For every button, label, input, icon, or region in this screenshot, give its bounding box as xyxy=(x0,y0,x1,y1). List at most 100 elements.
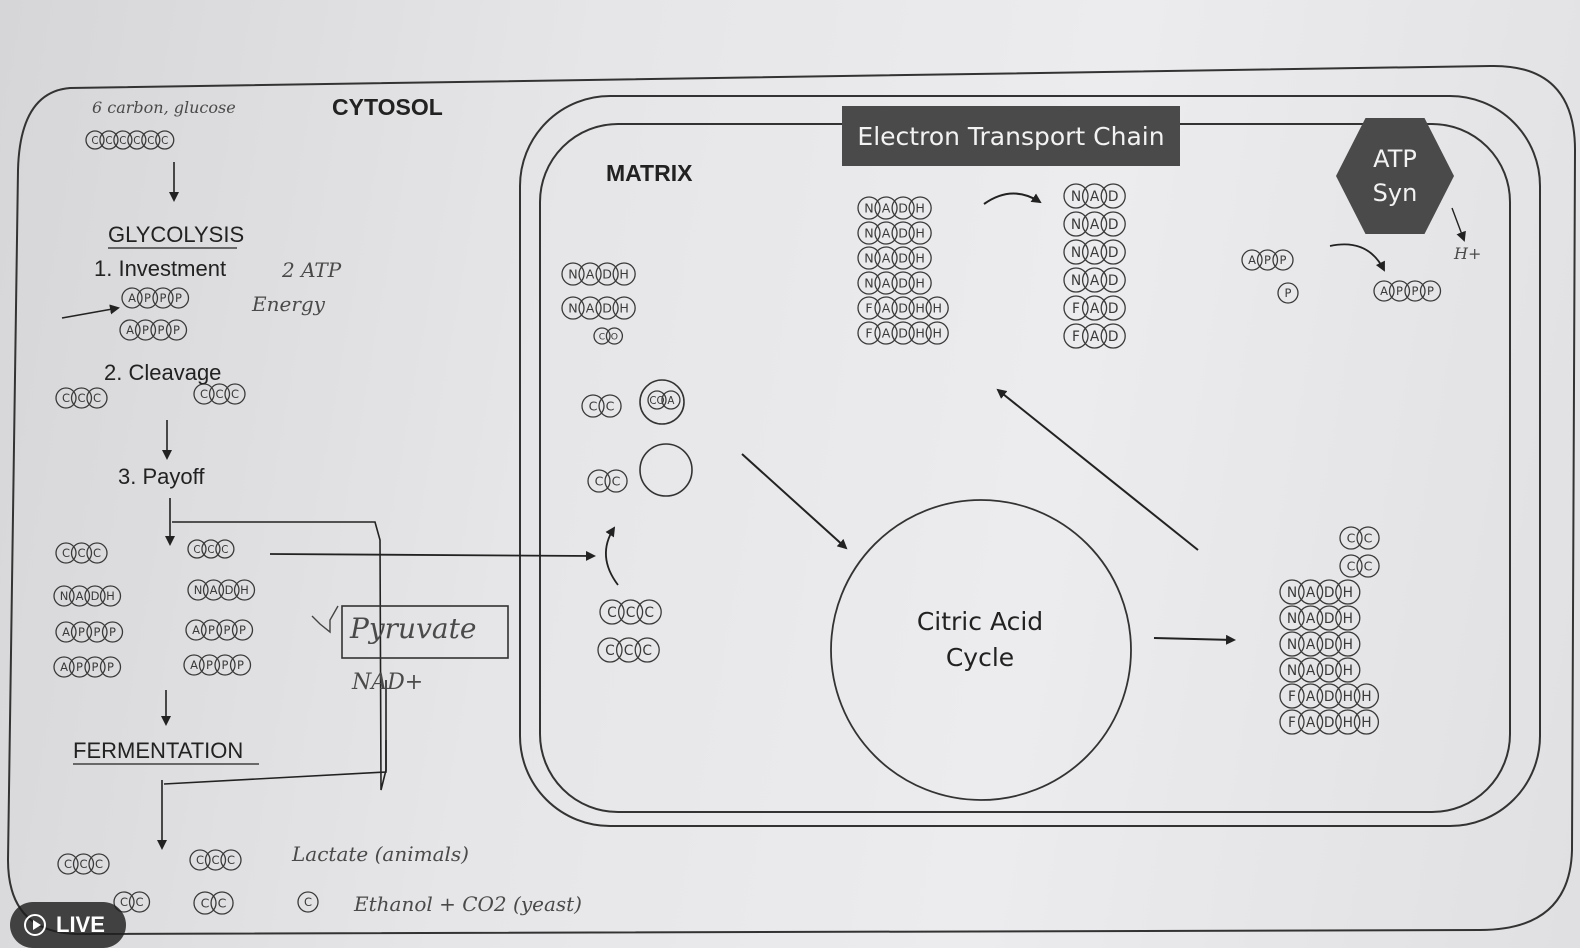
molecule-circle xyxy=(1081,267,1108,293)
molecule-circle xyxy=(1316,709,1342,735)
ferm-ethanol-c: C xyxy=(297,891,319,913)
molecule-circle xyxy=(1335,709,1361,735)
molecule-letter: A xyxy=(1090,301,1100,317)
molecule-letter: A xyxy=(586,267,595,282)
molecule-circle xyxy=(593,327,611,345)
molecule-letter: N xyxy=(1071,189,1081,205)
molecule-circle xyxy=(1339,554,1363,578)
arrow-investment-in xyxy=(61,304,120,319)
molecule-letter: N xyxy=(1071,217,1081,233)
molecule-letter: F xyxy=(1072,301,1080,317)
etc-title-box: Electron Transport Chain xyxy=(842,106,1180,166)
molecule-letter: D xyxy=(1324,611,1335,627)
molecule-circle xyxy=(193,383,215,405)
two-atp-note: 2 ATP xyxy=(282,258,342,282)
molecule-circle xyxy=(55,542,77,564)
arrow-matrix-curve xyxy=(605,526,619,586)
molecule-letter: D xyxy=(1108,301,1119,317)
molecule-circle xyxy=(599,599,625,625)
molecule-circle xyxy=(200,619,223,641)
molecule-letter: C xyxy=(196,853,204,867)
molecule-circle xyxy=(119,319,141,341)
molecule-circle xyxy=(561,262,585,286)
molecule-letter: C xyxy=(147,135,154,147)
cell-membrane xyxy=(6,64,1577,936)
molecule-letter: N xyxy=(1071,273,1081,289)
molecule-letter: A xyxy=(192,623,200,637)
molecule-letter: H xyxy=(1361,715,1371,731)
molecule-letter: C xyxy=(1364,559,1373,574)
molecule-circle xyxy=(1353,709,1380,735)
molecule-letter: C xyxy=(201,896,210,911)
molecule-letter: N xyxy=(1071,245,1081,261)
molecule-letter: D xyxy=(898,276,908,291)
molecule-letter: C xyxy=(599,331,605,342)
molecule-letter: P xyxy=(76,660,83,674)
molecule-letter: A xyxy=(62,625,70,639)
molecule-letter: C xyxy=(215,387,223,401)
molecule-circle xyxy=(578,262,602,286)
molecule-letter: C xyxy=(304,895,312,909)
molecule-circle xyxy=(113,130,133,150)
molecule-circle xyxy=(1353,683,1380,709)
arrow-products-to-etc xyxy=(996,388,1199,551)
molecule-letter: N xyxy=(864,226,873,241)
molecule-circle xyxy=(141,130,161,150)
coa-circle-1 xyxy=(639,379,685,425)
molecule-letter: N xyxy=(60,589,69,603)
atp-syn-line2: Syn xyxy=(1372,179,1418,207)
molecule-circle xyxy=(215,539,235,559)
molecule-letter: D xyxy=(898,226,908,241)
molecule-letter: D xyxy=(91,589,100,603)
molecule-letter: N xyxy=(568,267,577,282)
molecule-circle xyxy=(1373,280,1395,302)
molecule-letter: P xyxy=(222,658,229,672)
arrow-pyruvate-to-matrix xyxy=(269,550,596,561)
molecule-letter: C xyxy=(1347,559,1356,574)
molecule-letter: P xyxy=(208,623,215,637)
molecule-letter: C xyxy=(95,857,103,871)
molecule-circle xyxy=(201,539,221,559)
molecule-circle xyxy=(1335,631,1361,657)
ethanol-note: Ethanol + CO2 (yeast) xyxy=(354,892,582,916)
molecule-circle xyxy=(193,891,217,915)
molecule-letter: H xyxy=(915,326,924,341)
molecule-letter: P xyxy=(1264,253,1271,267)
molecule-letter: H xyxy=(1361,689,1371,705)
payoff-label: 3. Payoff xyxy=(118,464,205,489)
molecule-circle xyxy=(615,637,642,663)
molecule-circle xyxy=(612,262,636,286)
molecule-letter: A xyxy=(1090,329,1100,345)
molecule-letter: F xyxy=(1288,715,1296,731)
molecule-letter: H xyxy=(915,226,924,241)
lactate-note: Lactate (animals) xyxy=(292,842,469,866)
live-badge[interactable]: LIVE xyxy=(10,902,126,948)
molecule-letter: A xyxy=(1306,663,1316,679)
molecule-letter: A xyxy=(586,301,595,316)
molecule-circle xyxy=(1279,579,1305,605)
molecule-circle xyxy=(636,599,662,625)
molecule-circle xyxy=(1335,683,1361,709)
molecule-letter: C xyxy=(607,605,617,621)
molecule-circle xyxy=(99,130,119,150)
molecule-letter: A xyxy=(190,658,198,672)
molecule-circle xyxy=(86,542,108,564)
molecule-circle xyxy=(595,262,619,286)
molecule-letter: H xyxy=(106,589,115,603)
energy-note: Energy xyxy=(252,292,325,316)
molecule-letter: H xyxy=(932,326,941,341)
molecule-letter: A xyxy=(1090,217,1100,233)
molecule-circle xyxy=(1316,631,1342,657)
pyruvate-box xyxy=(341,605,509,659)
molecule-circle xyxy=(1297,709,1324,735)
